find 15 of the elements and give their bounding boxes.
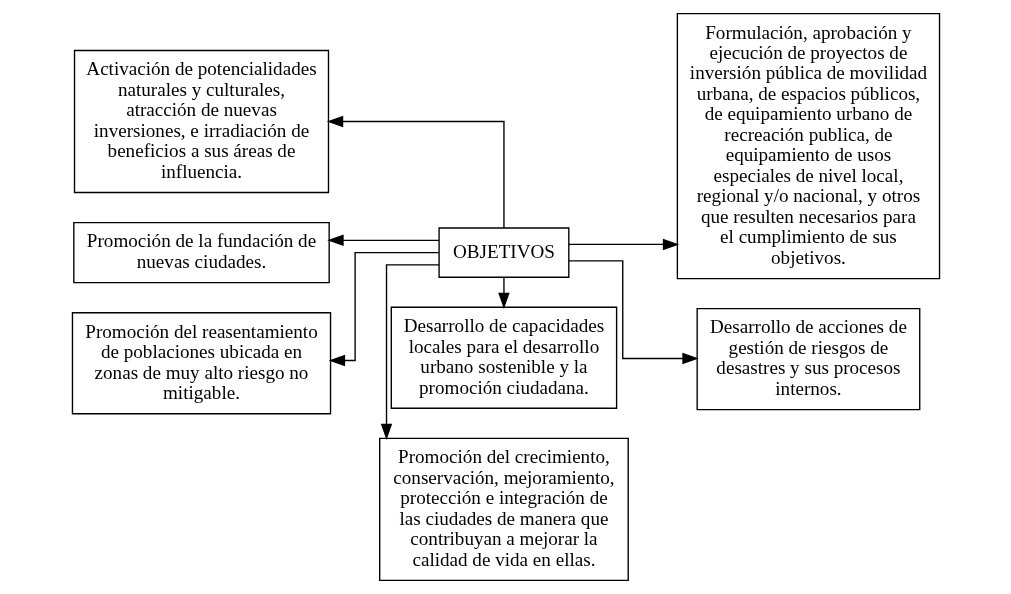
node-box: Promoción del reasentamiento de poblaciones ubicada en zonas de muy alto riesgo no mitigable. — [71, 312, 331, 415]
node-box: Formulación, aprobación y ejecución de proyectos de inversión pública de movilidad urbana, de espacios públicos, de equipamiento urbano de recreación publica, de equipamiento de usos especiales de nivel local, regional y/o nacional, y otros que resulten necesarios para el cumplimiento de sus objetivos. — [676, 12, 940, 280]
node-box: Promoción del crecimiento, conservación, mejoramiento, protección e integración de las ciudades de manera que contribuyan a mejorar la calidad de vida en ellas. — [378, 437, 629, 582]
node-box: Desarrollo de acciones de gestión de riesgos de desastres y sus procesos internos. — [696, 307, 920, 411]
arrow — [380, 264, 440, 441]
arrow — [328, 251, 439, 367]
arrow — [567, 260, 699, 365]
node-box: Promoción de la fundación de nuevas ciudades. — [72, 221, 330, 284]
arrow — [497, 276, 510, 310]
node-box: OBJETIVOS — [437, 227, 569, 278]
node-box: Activación de potencialidades naturales y culturales, atracción de nuevas inversiones, e irradiación de beneficios a sus áreas de influencia. — [73, 49, 329, 194]
arrow — [567, 238, 679, 251]
arrow — [326, 234, 439, 247]
arrow — [326, 115, 505, 229]
node-box: Desarrollo de capacidades locales para el desarrollo urbano sostenible y la promoción ciudadana. — [390, 306, 617, 409]
